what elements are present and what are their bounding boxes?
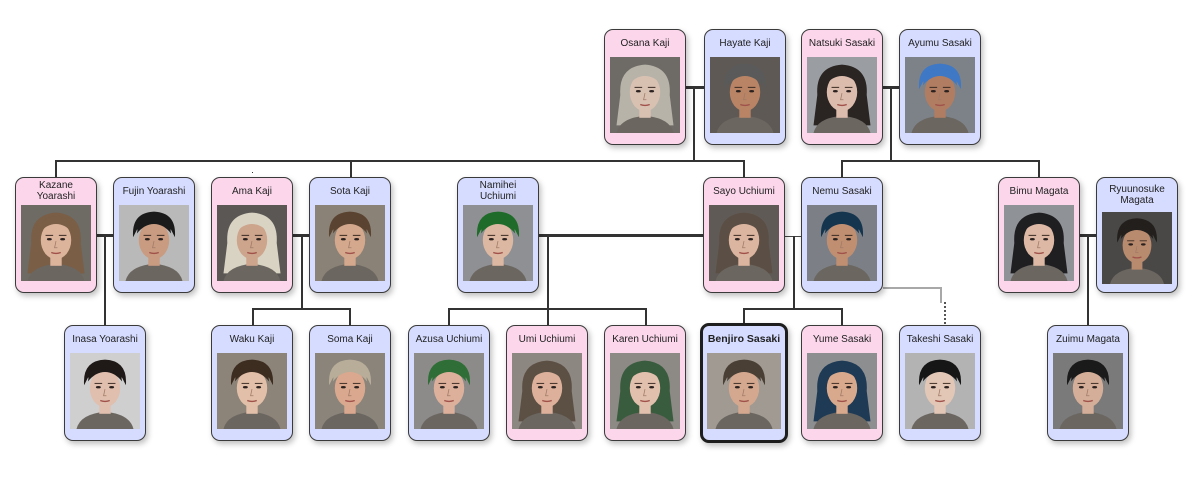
person-card-waku[interactable]: Waku Kaji: [211, 325, 293, 441]
descent-connector: [104, 234, 106, 325]
person-card-azusa[interactable]: Azusa Uchiumi: [408, 325, 490, 441]
child-drop-kazane: [55, 160, 57, 177]
person-card-takeshi[interactable]: Takeshi Sasaki: [899, 325, 981, 441]
person-name: Benjiro Sasaki: [707, 332, 781, 345]
person-name: Zuimu Magata: [1056, 333, 1120, 345]
person-card-sayo[interactable]: Sayo Uchiumi: [703, 177, 785, 293]
person-name: Karen Uchiumi: [612, 333, 678, 345]
sibling-bar: [841, 160, 1040, 162]
portrait-image: [1102, 212, 1172, 284]
person-name: Sayo Uchiumi: [713, 185, 775, 197]
person-card-yume[interactable]: Yume Sasaki: [801, 325, 883, 441]
portrait-image: [217, 205, 287, 281]
person-card-hayate[interactable]: Hayate Kaji: [704, 29, 786, 145]
child-drop-soma: [349, 308, 351, 325]
couple-connector: [539, 234, 703, 237]
child-drop-benjiro: [743, 308, 745, 325]
person-name: Yume Sasaki: [812, 333, 872, 345]
secondary-connector: [883, 287, 942, 289]
descent-connector: [1087, 234, 1089, 325]
person-name: Ayumu Sasaki: [908, 37, 972, 49]
child-drop-waku: [252, 308, 254, 325]
person-card-inasa[interactable]: Inasa Yoarashi: [64, 325, 146, 441]
person-card-natsuki[interactable]: Natsuki Sasaki: [801, 29, 883, 145]
portrait-image: [315, 205, 385, 281]
portrait-image: [707, 353, 781, 429]
person-name: Kazane Yoarashi: [36, 180, 76, 202]
portrait-image: [807, 205, 877, 281]
stray-dot: [252, 172, 253, 173]
person-card-karen[interactable]: Karen Uchiumi: [604, 325, 686, 441]
child-drop-bimu: [1038, 160, 1040, 177]
person-name: Namihei Uchiumi: [479, 180, 517, 202]
portrait-image: [1004, 205, 1074, 281]
person-name: Ryuunosuke Magata: [1109, 184, 1165, 206]
person-card-sota[interactable]: Sota Kaji: [309, 177, 391, 293]
portrait-image: [905, 353, 975, 429]
portrait-image: [807, 57, 877, 133]
person-name: Natsuki Sasaki: [808, 37, 876, 49]
couple-connector: [686, 86, 704, 89]
portrait-image: [119, 205, 189, 281]
person-card-bimu[interactable]: Bimu Magata: [998, 177, 1080, 293]
portrait-image: [709, 205, 779, 281]
person-card-nemu[interactable]: Nemu Sasaki: [801, 177, 883, 293]
person-card-umi[interactable]: Umi Uchiumi: [506, 325, 588, 441]
person-name: Nemu Sasaki: [812, 185, 872, 197]
sibling-bar: [55, 160, 745, 162]
person-card-ayumu[interactable]: Ayumu Sasaki: [899, 29, 981, 145]
person-card-zuimu[interactable]: Zuimu Magata: [1047, 325, 1129, 441]
descent-connector: [693, 86, 695, 162]
person-card-namihei[interactable]: Namihei Uchiumi: [457, 177, 539, 293]
portrait-image: [217, 353, 287, 429]
person-card-ama[interactable]: Ama Kaji: [211, 177, 293, 293]
child-drop-ama: [350, 160, 352, 177]
person-card-osana[interactable]: Osana Kaji: [604, 29, 686, 145]
person-name: Bimu Magata: [1009, 185, 1069, 197]
portrait-image: [463, 205, 533, 281]
child-drop-yume: [841, 308, 843, 325]
person-card-soma[interactable]: Soma Kaji: [309, 325, 391, 441]
person-name: Inasa Yoarashi: [72, 333, 138, 345]
person-name: Azusa Uchiumi: [415, 333, 483, 345]
person-card-benjiro[interactable]: Benjiro Sasaki: [700, 323, 788, 443]
person-card-fujin[interactable]: Fujin Yoarashi: [113, 177, 195, 293]
descent-connector: [547, 234, 549, 310]
person-name: Umi Uchiumi: [518, 333, 576, 345]
portrait-image: [710, 57, 780, 133]
portrait-image: [315, 353, 385, 429]
person-name: Fujin Yoarashi: [122, 185, 186, 197]
person-name: Sota Kaji: [329, 185, 371, 197]
portrait-image: [1053, 353, 1123, 429]
child-drop-sayo: [743, 160, 745, 177]
portrait-image: [414, 353, 484, 429]
person-card-ryuunosuke[interactable]: Ryuunosuke Magata: [1096, 177, 1178, 293]
portrait-image: [512, 353, 582, 429]
secondary-connector: [940, 287, 942, 303]
person-name: Waku Kaji: [229, 333, 275, 345]
sibling-bar: [252, 308, 351, 310]
portrait-image: [807, 353, 877, 429]
child-drop-karen: [645, 308, 647, 325]
portrait-image: [70, 353, 140, 429]
child-drop-nemu: [841, 160, 843, 177]
person-card-kazane[interactable]: Kazane Yoarashi: [15, 177, 97, 293]
person-name: Soma Kaji: [327, 333, 373, 345]
person-name: Osana Kaji: [620, 37, 670, 49]
portrait-image: [610, 57, 680, 133]
secondary-dotted-connector: [944, 302, 946, 324]
person-name: Ama Kaji: [231, 185, 272, 197]
child-drop-umi: [547, 308, 549, 325]
child-drop-azusa: [448, 308, 450, 325]
sibling-bar: [743, 308, 843, 310]
person-name: Hayate Kaji: [719, 37, 771, 49]
portrait-image: [905, 57, 975, 133]
descent-connector: [793, 236, 795, 310]
person-name: Takeshi Sasaki: [906, 333, 974, 345]
portrait-image: [610, 353, 680, 429]
descent-connector: [890, 86, 892, 162]
portrait-image: [21, 205, 91, 281]
descent-connector: [301, 234, 303, 310]
